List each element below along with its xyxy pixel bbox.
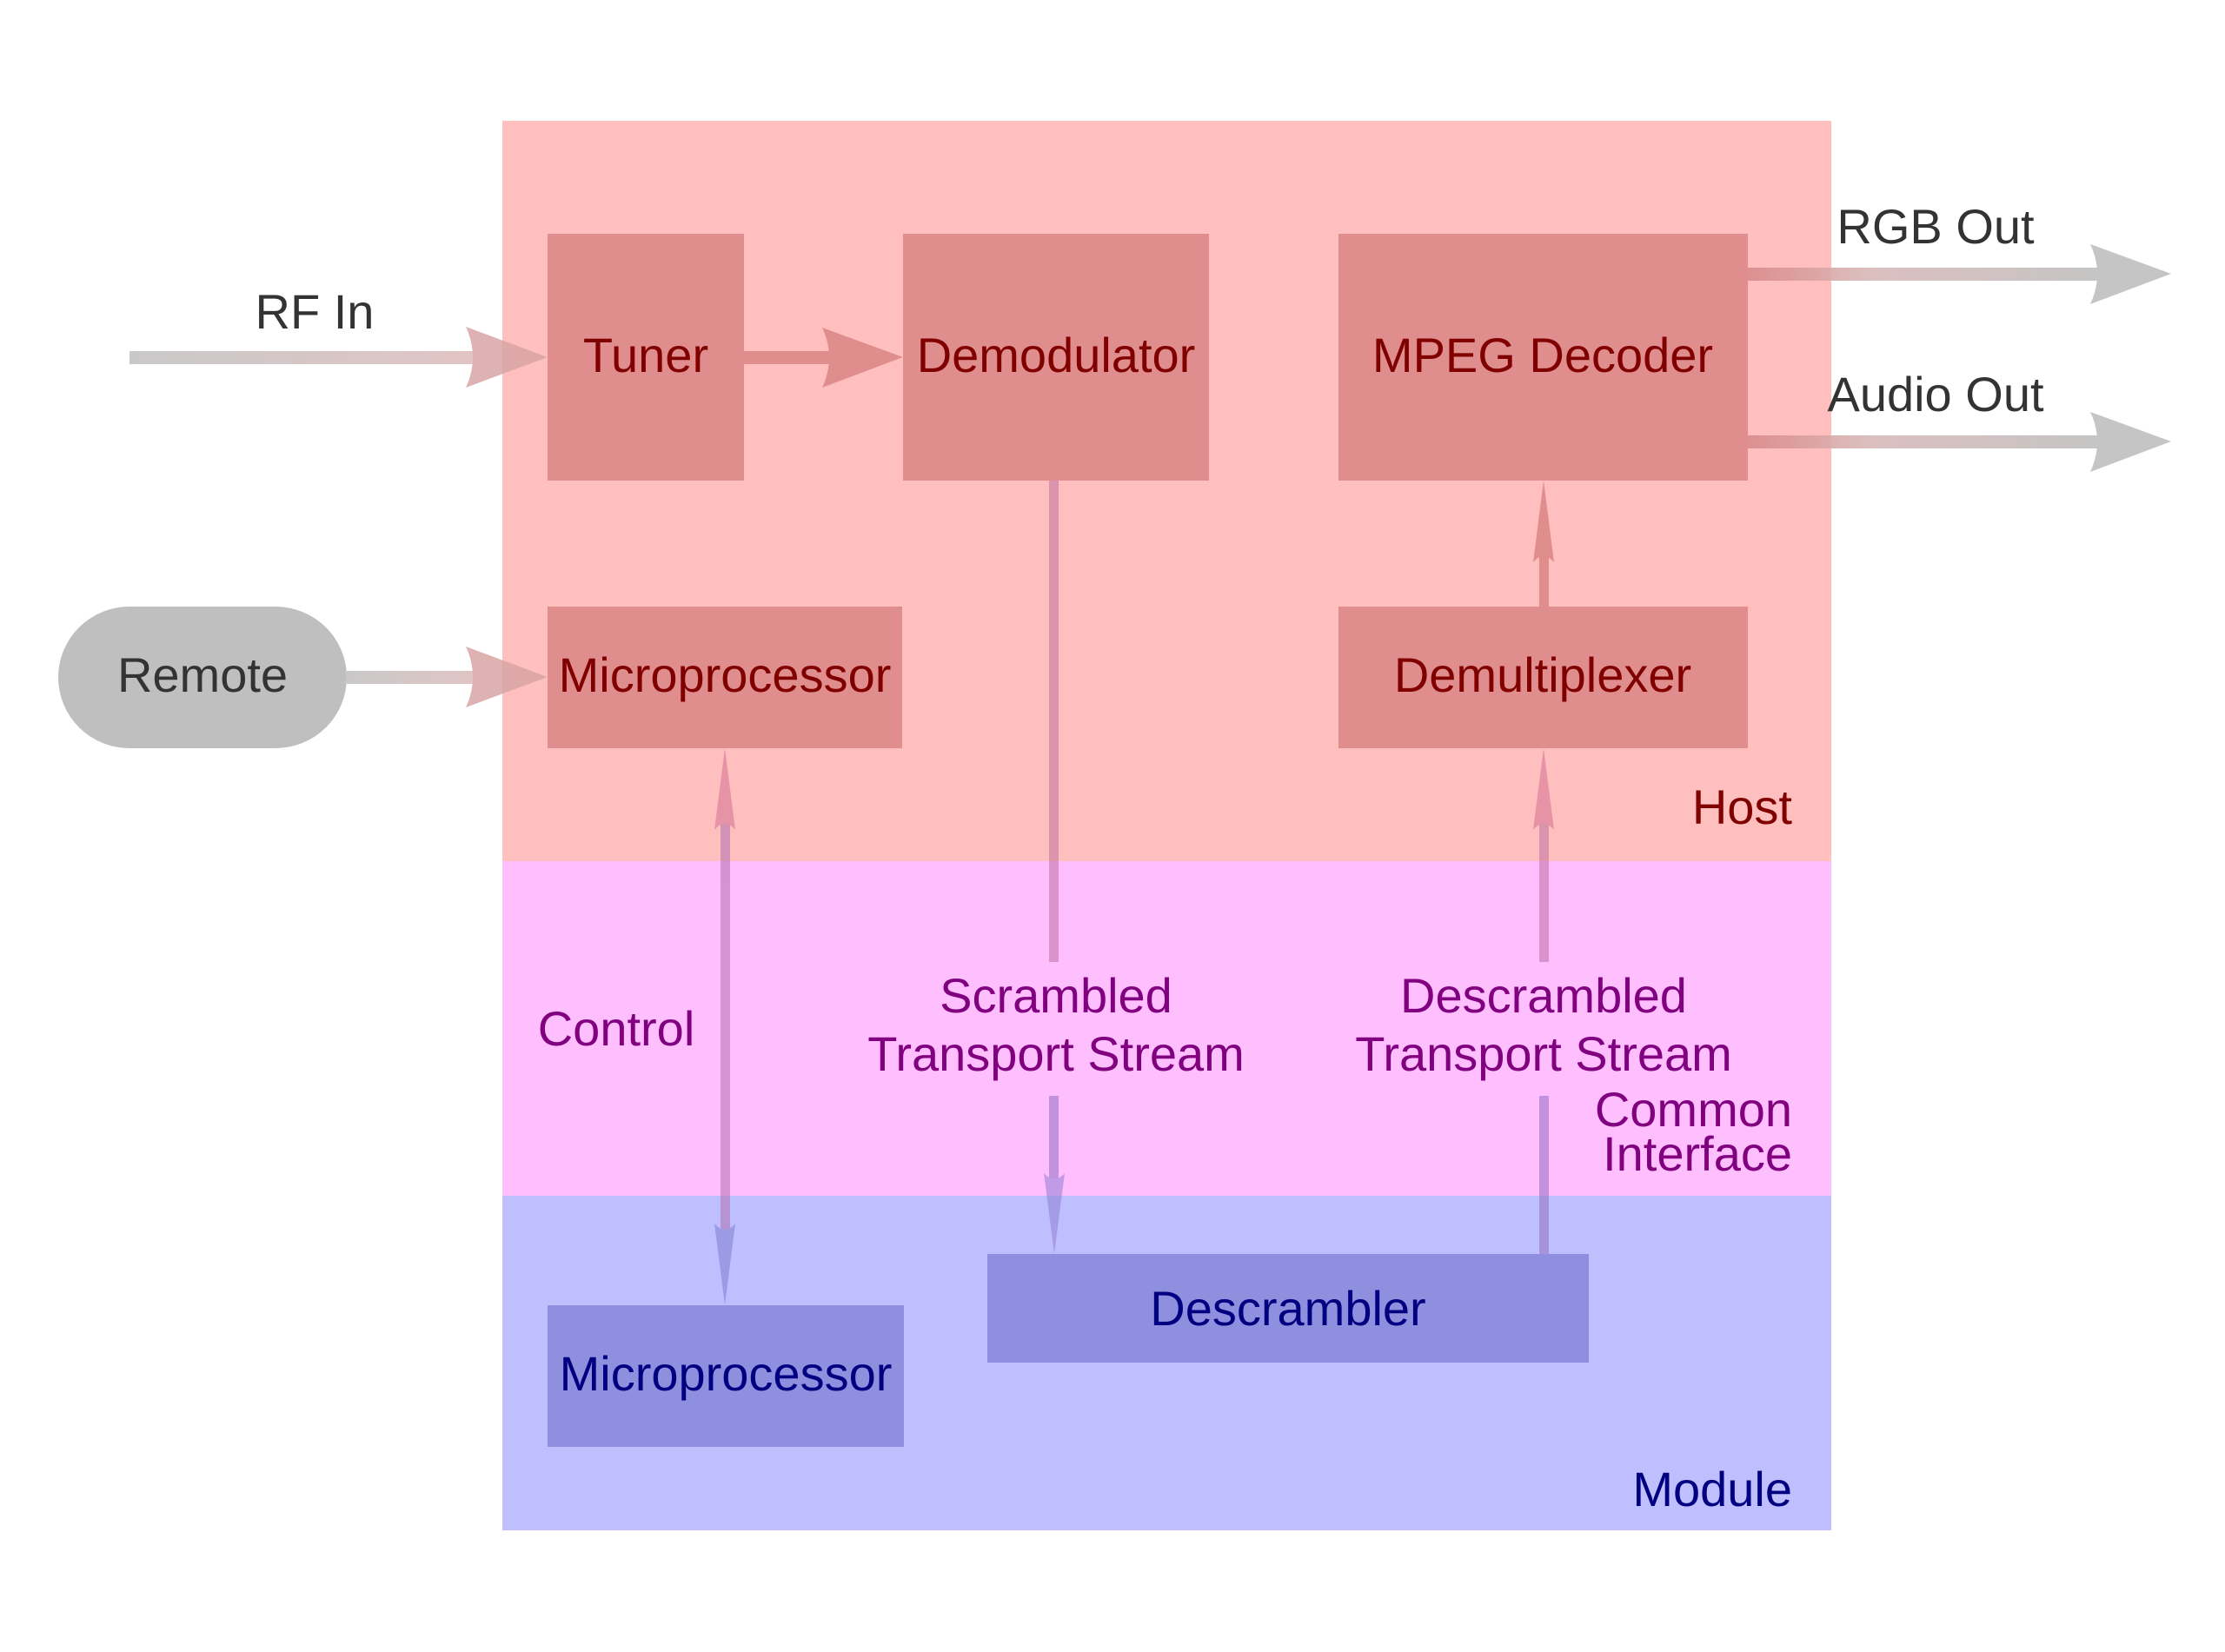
control-arrow [714, 748, 735, 1305]
module-microprocessor-block[interactable]: Microprocessor [548, 1305, 904, 1447]
scrambled-ts-label-line1: Scrambled [940, 968, 1172, 1023]
remote-to-microprocessor-arrow [347, 647, 548, 707]
remote-label: Remote [117, 647, 288, 702]
common-interface-label-line2: Interface [1603, 1126, 1792, 1181]
scrambled-ts-label-line2: Transport Stream [867, 1026, 1245, 1081]
host-label: Host [1692, 780, 1793, 834]
descrambler-block[interactable]: Descrambler [987, 1254, 1589, 1363]
rgb-out-arrow [1748, 244, 2171, 304]
demultiplexer-block[interactable]: Demultiplexer [1338, 607, 1748, 748]
module-label: Module [1632, 1462, 1792, 1516]
descrambled-ts-arrow [1533, 748, 1554, 1254]
control-link-label: Control [538, 1001, 695, 1056]
audio-out-arrow [1748, 412, 2171, 472]
remote-node[interactable]: Remote [58, 607, 347, 748]
demodulator-block[interactable]: Demodulator [903, 234, 1209, 481]
tuner-to-demodulator-arrow [744, 328, 903, 388]
mpeg-decoder-label: MPEG Decoder [1372, 328, 1713, 382]
descrambler-label: Descrambler [1150, 1281, 1425, 1336]
host-microprocessor-label: Microprocessor [559, 647, 892, 702]
tuner-label: Tuner [583, 328, 708, 382]
tuner-block[interactable]: Tuner [548, 234, 744, 481]
host-region [502, 121, 1831, 861]
rgb-out-label: RGB Out [1836, 199, 2035, 254]
scrambled-ts-arrow [1044, 481, 1065, 1254]
descrambled-ts-label-line1: Descrambled [1400, 968, 1687, 1023]
module-microprocessor-label: Microprocessor [560, 1346, 893, 1401]
demux-to-mpeg-arrow [1533, 481, 1554, 607]
rf-in-arrow [130, 327, 548, 388]
host-microprocessor-block[interactable]: Microprocessor [548, 607, 902, 748]
rf-in-label: RF In [256, 284, 375, 339]
demultiplexer-label: Demultiplexer [1394, 647, 1691, 702]
mpeg-decoder-block[interactable]: MPEG Decoder [1338, 234, 1748, 481]
descrambled-ts-label-line2: Transport Stream [1355, 1026, 1732, 1081]
demodulator-label: Demodulator [917, 328, 1196, 382]
audio-out-label: Audio Out [1827, 367, 2043, 421]
common-interface-label-line1: Common [1595, 1082, 1792, 1137]
